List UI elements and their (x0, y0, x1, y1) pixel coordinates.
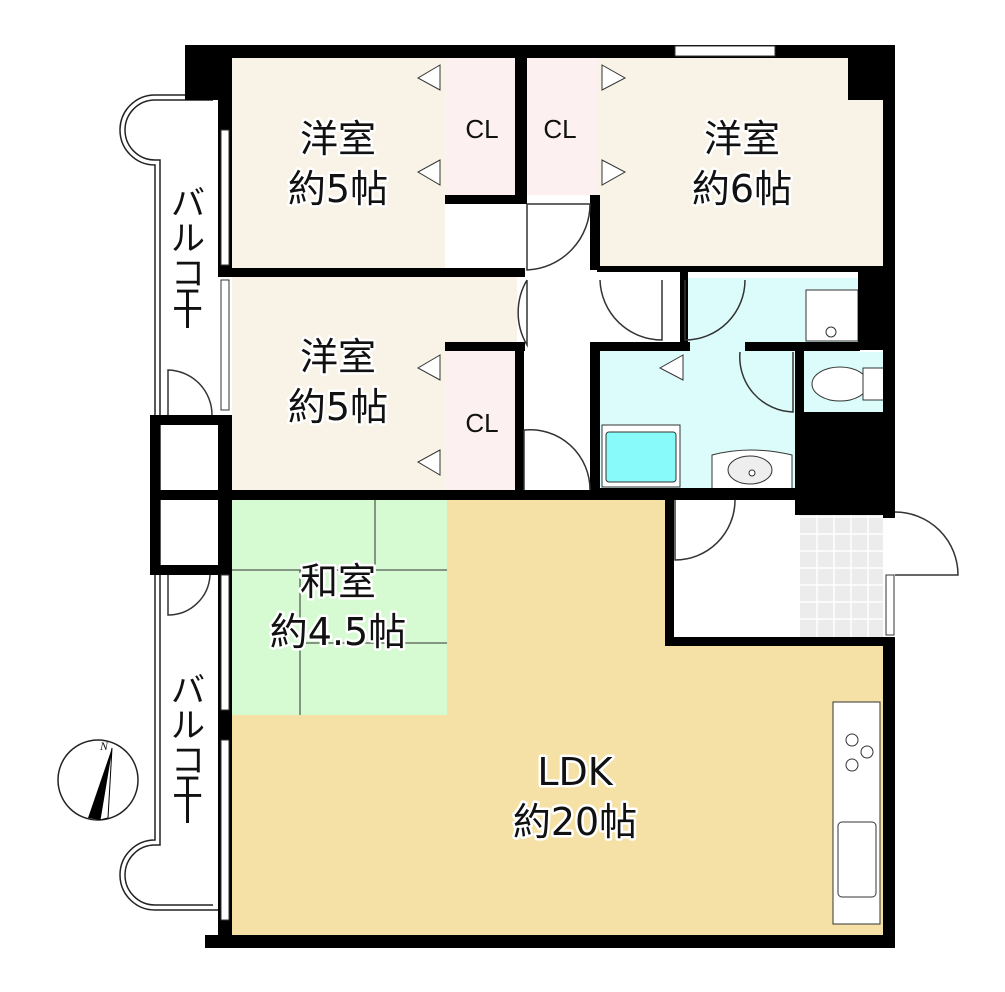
room-ldk-size: 約20帖 (513, 800, 637, 844)
tile-grid (800, 500, 883, 640)
toilet-icon (811, 366, 886, 402)
room-western-ne-size: 約6帖 (692, 167, 792, 211)
bathtub-water (605, 431, 677, 483)
room-japanese (232, 500, 447, 715)
room-western-ne (597, 58, 883, 268)
compass-icon: N (57, 739, 139, 821)
closet-3 (445, 350, 515, 490)
tatami-lines (232, 500, 447, 715)
closet-1 (445, 58, 515, 195)
closet-3-label: CL (465, 408, 498, 438)
doors (167, 203, 959, 616)
closet-2 (527, 58, 597, 195)
kitchen-counter (832, 701, 881, 925)
svg-text:ル: ル (171, 706, 205, 746)
svg-text:コ: コ (171, 741, 205, 781)
closet-1-label: CL (465, 114, 498, 144)
compass-north-label: N (99, 739, 109, 753)
room-western-w-size: 約5帖 (288, 385, 388, 429)
windows (220, 45, 895, 921)
room-western-nw-type: 洋室 (300, 117, 376, 161)
svg-text:コ: コ (171, 254, 205, 294)
room-western-nw-size: 約5帖 (288, 167, 388, 211)
room-ldk (232, 500, 883, 935)
closet-doors (416, 64, 684, 476)
room-japanese-size: 約4.5帖 (270, 610, 406, 654)
washing-machine-icon (805, 289, 859, 342)
svg-text:バ: バ (171, 184, 205, 224)
balcony-label-lower: バ ル コ ニ (171, 671, 205, 823)
room-western-w-type: 洋室 (300, 335, 376, 379)
room-japanese-type: 和室 (300, 560, 376, 604)
wash-basin-icon (711, 449, 793, 491)
room-western-nw (232, 58, 445, 268)
room-western-ne-type: 洋室 (704, 117, 780, 161)
svg-text:バ: バ (171, 671, 205, 711)
room-ldk-type: LDK (537, 750, 613, 794)
svg-text:ル: ル (171, 219, 205, 259)
closet-2-label: CL (543, 114, 576, 144)
entrance-tile (800, 500, 883, 640)
balcony-label-upper: バ ル コ ニ (171, 184, 205, 328)
